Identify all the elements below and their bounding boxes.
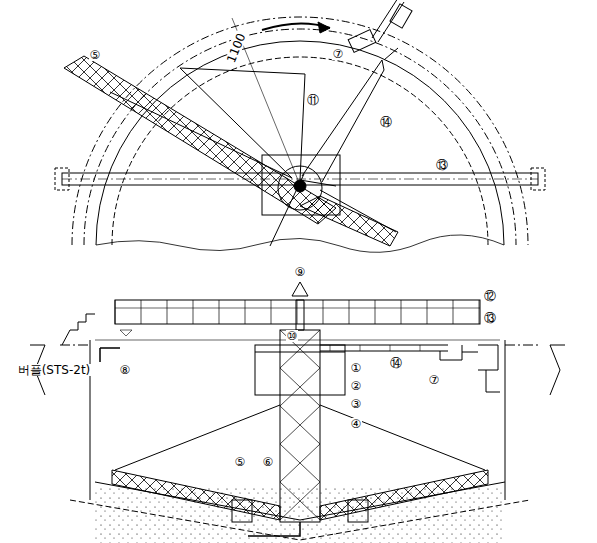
railing-post: [349, 300, 350, 324]
railing-post: [427, 300, 428, 324]
callout-number: ⑦: [428, 374, 441, 386]
railing-post: [323, 300, 324, 324]
callout-number: ⑭: [379, 116, 393, 128]
railing-post: [453, 300, 454, 324]
callout-number: ⑭: [389, 357, 403, 369]
callout-number: ⑬: [435, 159, 449, 171]
callout-number: ⑪: [306, 94, 320, 106]
callout-number: ⑬: [483, 312, 497, 324]
part-label: 버플(STS-2t): [17, 364, 92, 376]
railing-post: [141, 300, 142, 324]
callout-number: ②: [350, 380, 363, 392]
callout-number: ①: [350, 362, 363, 374]
callout-number: ⑤: [89, 49, 102, 61]
railing-post: [479, 300, 480, 324]
railing-post: [401, 300, 402, 324]
railing-post: [245, 300, 246, 324]
railing-post: [167, 300, 168, 324]
callout-number: ⑧: [119, 364, 132, 376]
railing-post: [193, 300, 194, 324]
callout-number: ④: [350, 418, 363, 430]
callout-number: ⑥: [262, 456, 275, 468]
railing-post: [115, 300, 116, 324]
callout-number: ⑩: [286, 330, 299, 342]
callout-number: ⑫: [483, 290, 497, 302]
callout-number: ⑦: [332, 48, 345, 60]
callout-number: ⑤: [234, 456, 247, 468]
railing-post: [219, 300, 220, 324]
callout-number: ③: [350, 398, 363, 410]
railing-post: [375, 300, 376, 324]
railing-post: [297, 300, 298, 324]
callout-number: ⑨: [294, 266, 307, 278]
railing-post: [271, 300, 272, 324]
